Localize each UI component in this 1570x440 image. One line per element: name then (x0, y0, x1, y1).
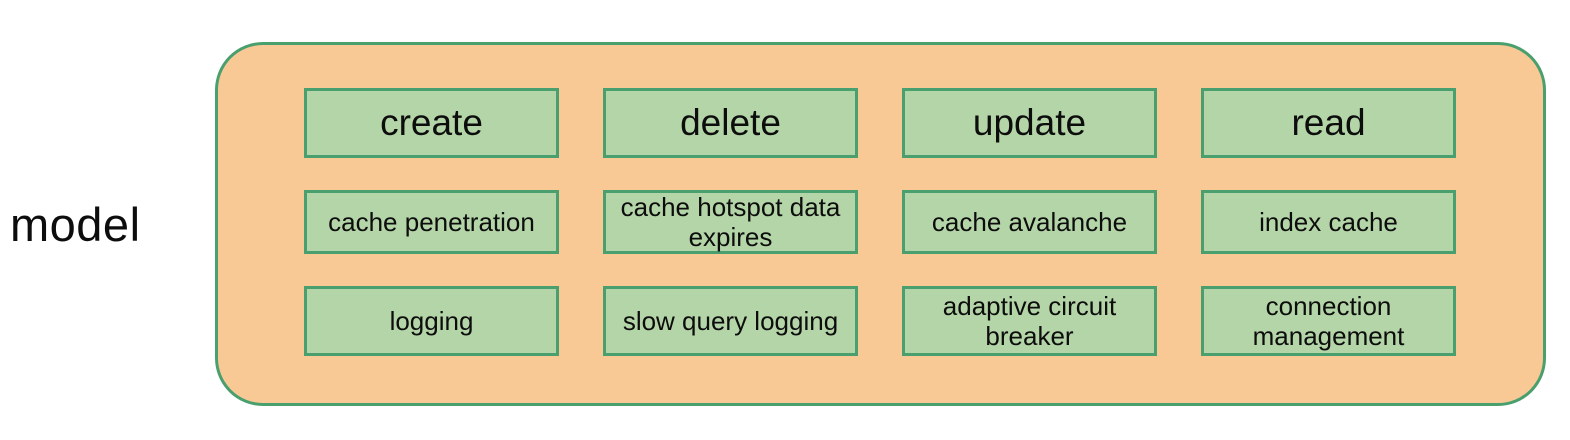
node-slow-query-logging: slow query logging (603, 286, 858, 356)
node-cache-avalanche: cache avalanche (902, 190, 1157, 254)
node-index-cache: index cache (1201, 190, 1456, 254)
node-cache-penetration: cache penetration (304, 190, 559, 254)
node-cache-hotspot-data-expires: cache hotspot data expires (603, 190, 858, 254)
node-logging: logging (304, 286, 559, 356)
node-create: create (304, 88, 559, 158)
node-adaptive-circuit-breaker: adaptive circuit breaker (902, 286, 1157, 356)
model-container: create delete update read cache penetrat… (215, 42, 1546, 406)
model-label: model (10, 197, 141, 251)
node-connection-management: connection management (1201, 286, 1456, 356)
node-delete: delete (603, 88, 858, 158)
node-update: update (902, 88, 1157, 158)
node-read: read (1201, 88, 1456, 158)
